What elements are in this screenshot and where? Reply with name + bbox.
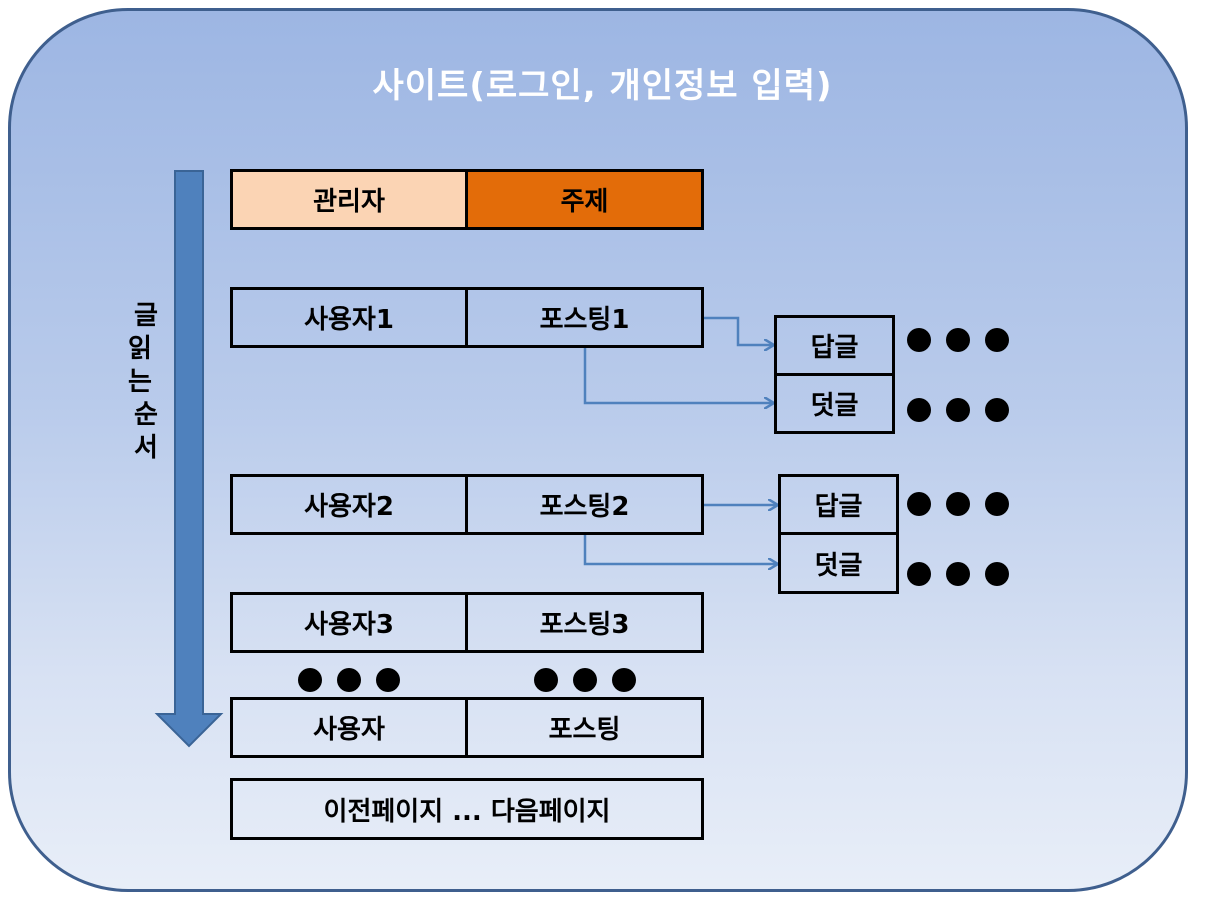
post-cell[interactable]: 포스팅2 [465,474,704,535]
comment-cell[interactable]: 덧글 [778,532,899,594]
post-cell[interactable]: 포스팅 [465,697,704,758]
ellipsis-dot [985,562,1009,586]
ellipsis-dot [907,562,931,586]
reply-cell[interactable]: 답글 [774,315,895,376]
post-cell[interactable]: 포스팅1 [465,287,704,348]
ellipsis-dot [573,668,597,692]
connector-post2-comment [583,534,778,564]
ellipsis-dot [612,668,636,692]
read-order-word: 읽는 [128,334,152,397]
read-order-word: 서 [134,433,158,463]
ellipsis-dot [376,668,400,692]
site-panel [8,8,1188,892]
ellipsis-dot [985,328,1009,352]
user-cell[interactable]: 사용자2 [230,474,468,535]
ellipsis-dot [907,398,931,422]
read-order-label: 글 읽는 순 서 [128,300,164,465]
pagination-bar[interactable]: 이전페이지 ... 다음페이지 [230,778,704,840]
ellipsis-dot [946,562,970,586]
read-order-word: 순 [134,400,158,430]
connector-post1-comment [583,346,774,403]
ellipsis-dot [907,328,931,352]
ellipsis-dot [946,492,970,516]
ellipsis-dot [985,398,1009,422]
ellipsis-dot [907,492,931,516]
ellipsis-dot [946,398,970,422]
read-order-word: 글 [134,301,158,331]
connector-post1-reply [704,316,774,345]
subject-cell: 주제 [465,169,704,230]
user-cell[interactable]: 사용자3 [230,592,468,653]
post-cell[interactable]: 포스팅3 [465,592,704,653]
ellipsis-dot [337,668,361,692]
ellipsis-dot [985,492,1009,516]
read-order-arrow [154,170,224,748]
user-cell[interactable]: 사용자1 [230,287,468,348]
page-title: 사이트(로그인, 개인정보 입력) [372,66,833,106]
ellipsis-dot [946,328,970,352]
admin-cell: 관리자 [230,169,468,230]
reply-cell[interactable]: 답글 [778,474,899,535]
ellipsis-dot [534,668,558,692]
comment-cell[interactable]: 덧글 [774,373,895,434]
ellipsis-dot [298,668,322,692]
user-cell[interactable]: 사용자 [230,697,468,758]
